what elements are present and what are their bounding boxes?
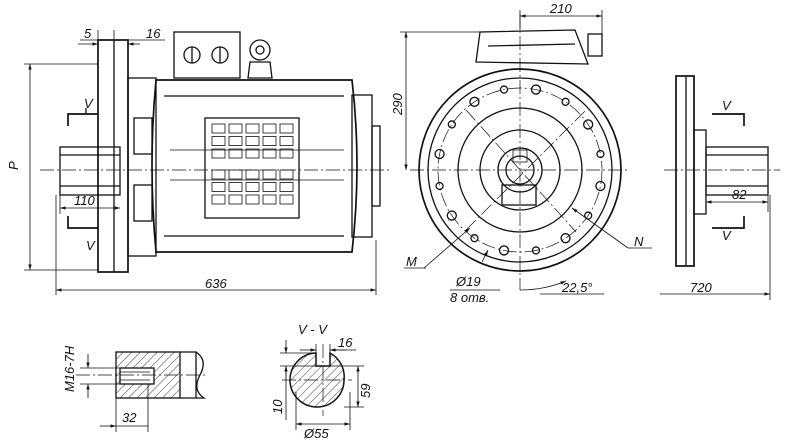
vent-cell (228, 136, 243, 146)
flange-section-v-bottom: V (722, 228, 732, 243)
side-shaft (59, 146, 121, 196)
vent-cell (262, 194, 277, 205)
section-dim-55: Ø55 (303, 426, 329, 441)
vent-cell (228, 194, 243, 205)
bolt-hole (470, 234, 479, 243)
bolt-hole (447, 120, 456, 129)
bolt-hole (446, 210, 457, 221)
vent-cell (262, 148, 277, 159)
bolt-hole (498, 245, 510, 256)
bolt-hole (583, 119, 594, 130)
front-hole-diameter: Ø19 (455, 274, 481, 289)
vent-cell (211, 148, 226, 159)
vent-cell (279, 182, 294, 192)
vent-cell (228, 148, 243, 159)
section-dim-59: 59 (358, 384, 373, 398)
bolt-hole (499, 85, 509, 94)
vent-cell (228, 123, 243, 134)
flange-section-v-top: V (722, 98, 732, 113)
side-dim-636: 636 (205, 276, 227, 291)
side-dim-110: 110 (74, 193, 95, 208)
section-dim-16: 16 (338, 335, 353, 350)
bolt-hole (469, 96, 480, 107)
side-dim-5: 5 (84, 26, 92, 41)
front-angle: 22,5° (561, 280, 593, 295)
bolt-hole (596, 149, 605, 159)
vent-cell (262, 169, 277, 180)
bolt-hole (561, 97, 570, 106)
vent-cell (245, 182, 260, 192)
bolt-hole (435, 181, 444, 191)
bolt-hole (560, 233, 571, 244)
shaft-detail: M16-7H 32 (62, 345, 207, 432)
vent-cell (279, 169, 294, 180)
bolt-hole (531, 246, 541, 255)
vent-cell (211, 169, 226, 180)
side-dim-p: P (6, 161, 21, 170)
side-dim-16: 16 (146, 26, 161, 41)
side-view: V V 5 16 P 110 636 (6, 26, 392, 295)
vent-cell (262, 136, 277, 146)
bolt-holes (434, 84, 606, 256)
vent-cell (245, 194, 260, 205)
vent-cell (279, 136, 294, 146)
vent-cell (245, 136, 260, 146)
vent-grid (204, 117, 300, 219)
section-vv: V - V 16 59 10 Ø55 (270, 322, 373, 441)
side-motor-body (151, 79, 358, 253)
bolt-hole (434, 148, 445, 160)
lifting-eye (249, 39, 271, 61)
terminal-box (173, 31, 241, 79)
bolt-hole (595, 180, 606, 192)
vent-cell (245, 123, 260, 134)
front-dim-290: 290 (390, 93, 405, 116)
vent-cell (228, 169, 243, 180)
bolt-hole (530, 84, 542, 95)
front-terminal-box (475, 29, 589, 65)
vent-cell (279, 148, 294, 159)
vent-cell (262, 182, 277, 192)
flange-plate (675, 75, 695, 267)
vent-cell (279, 194, 294, 205)
side-end-shield (127, 77, 157, 257)
shaft-thread: M16-7H (62, 345, 77, 392)
side-flange (97, 39, 129, 273)
vent-cell (211, 194, 226, 205)
front-hole-count: 8 отв. (450, 290, 489, 305)
front-dim-210: 210 (549, 1, 572, 16)
side-section-v-top: V (84, 96, 94, 111)
vent-cell (279, 123, 294, 134)
side-section-v-bottom: V (86, 238, 96, 253)
flange-side-view: V V 82 720 (660, 75, 780, 300)
vent-cell (245, 169, 260, 180)
shaft-dim-32: 32 (122, 410, 137, 425)
vent-cell (211, 182, 226, 192)
bolt-hole (584, 211, 593, 220)
flange-dim-720: 720 (690, 280, 712, 295)
front-view: 210 290 M N Ø19 8 отв. 22,5° (390, 1, 652, 305)
vent-cell (245, 148, 260, 159)
front-label-m: M (406, 254, 417, 269)
front-label-n: N (634, 234, 644, 249)
vent-cell (228, 182, 243, 192)
section-dim-10: 10 (270, 399, 285, 414)
section-title: V - V (298, 322, 328, 337)
flange-dim-82: 82 (732, 187, 747, 202)
vent-cell (211, 123, 226, 134)
flange-shaft (705, 146, 769, 196)
vent-cell (262, 123, 277, 134)
vent-cell (211, 136, 226, 146)
